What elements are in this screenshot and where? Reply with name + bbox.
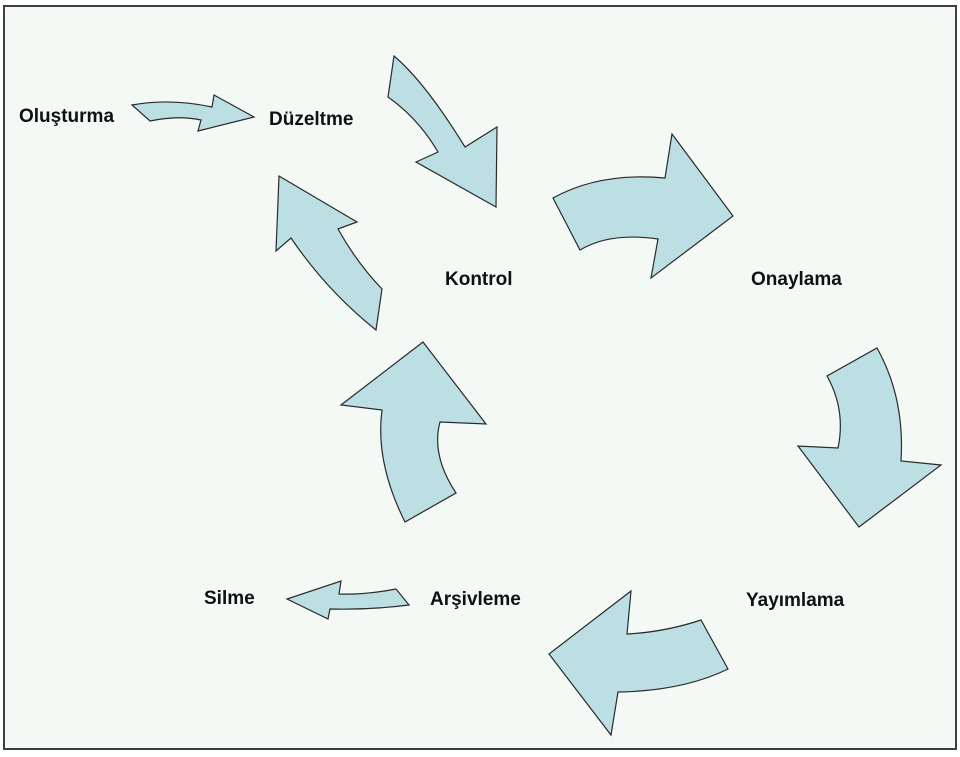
arrow-olusturma-to-duzeltme [130,94,256,132]
arrow-kontrol-to-onaylama [552,132,734,280]
arrow-return-to-duzeltme [275,174,383,332]
node-yayimlama: Yayımlama [746,590,845,611]
diagram-canvas [3,5,957,750]
node-kontrol: Kontrol [445,269,513,290]
node-onaylama: Onaylama [751,269,842,290]
arrow-arsivleme-to-silme [285,580,411,620]
node-silme: Silme [204,588,255,609]
node-duzeltme: Düzeltme [269,109,354,130]
arrow-yayimlama-to-arsivleme [548,589,729,737]
node-olusturma: Oluşturma [19,106,115,127]
arrow-duzeltme-to-kontrol [387,54,498,209]
node-arsivleme: Arşivleme [430,589,521,610]
arrow-onaylama-to-yayimlama [796,347,943,528]
arrow-arsivleme-to-duzeltme [339,341,488,523]
